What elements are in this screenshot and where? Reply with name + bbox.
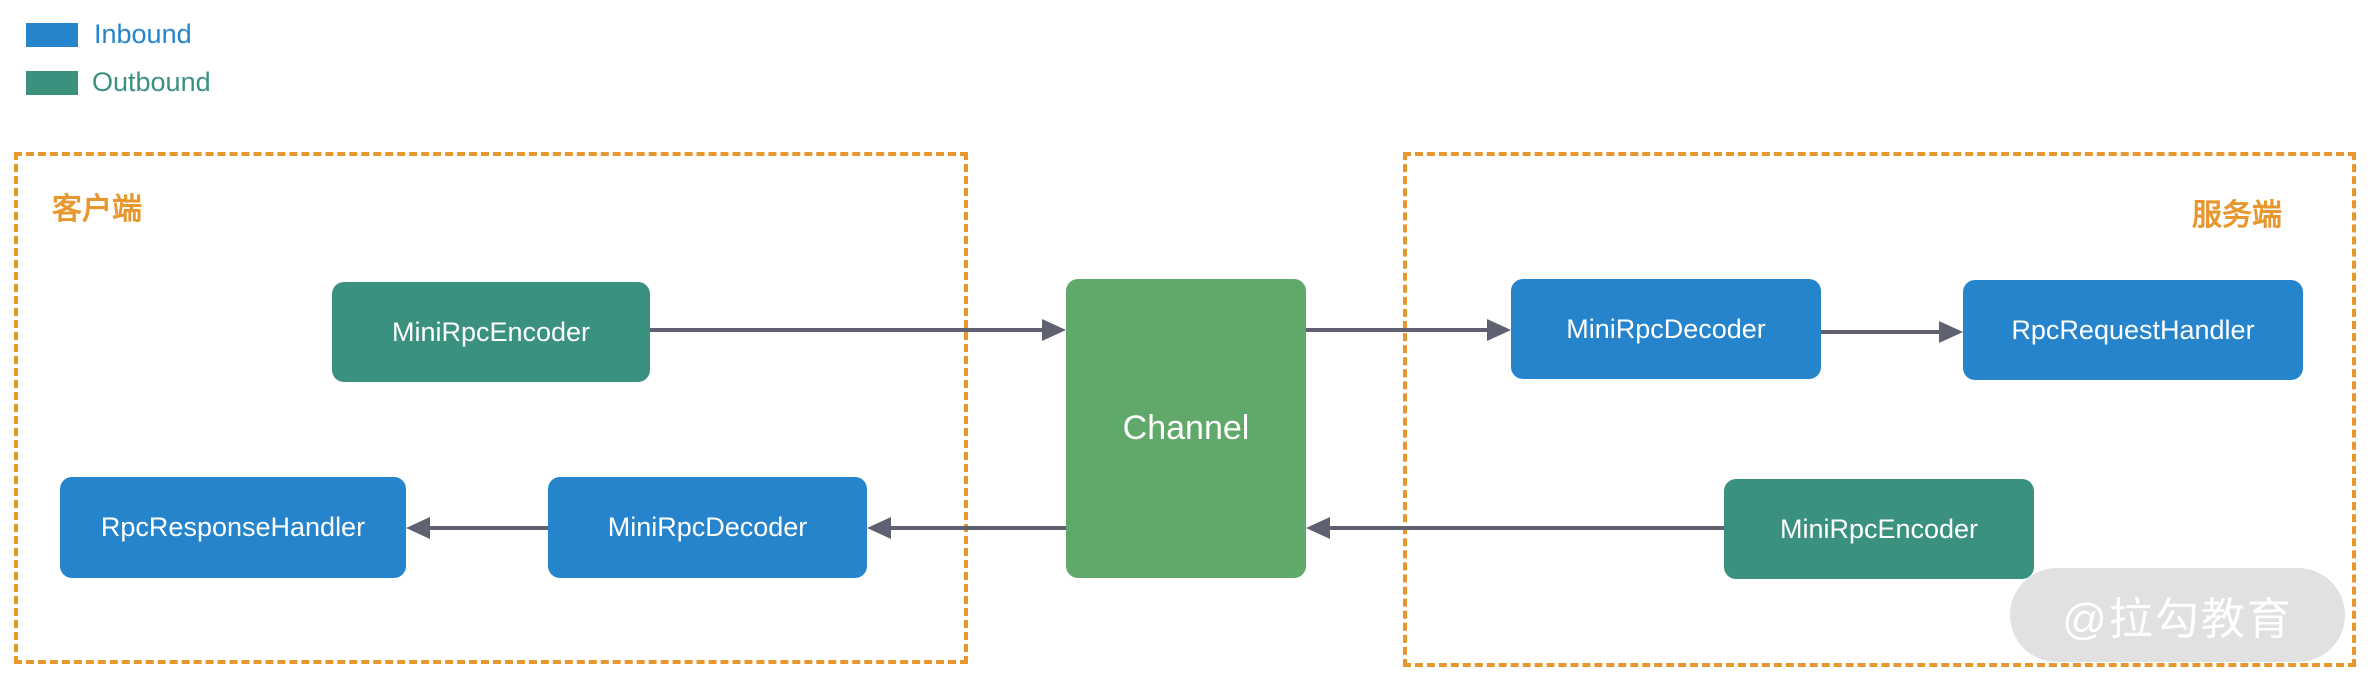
legend-swatch-outbound (26, 71, 78, 95)
edge-server-decoder-to-request-handler (1821, 321, 1963, 343)
client-decoder-node: MiniRpcDecoder (548, 477, 867, 578)
server-encoder-node: MiniRpcEncoder (1724, 479, 2034, 579)
edge-client-decoder-to-response-handler (406, 517, 548, 539)
arrowhead-icon (1487, 319, 1511, 341)
arrowhead-icon (1306, 517, 1330, 539)
watermark: @拉勾教育 (2010, 568, 2345, 662)
client-group-label: 客户端 (52, 193, 142, 226)
request-handler-node: RpcRequestHandler (1963, 280, 2303, 380)
arrowhead-icon (1042, 319, 1066, 341)
server-decoder-node: MiniRpcDecoder (1511, 279, 1821, 379)
arrowhead-icon (406, 517, 430, 539)
server-group-label: 服务端 (2192, 199, 2282, 232)
legend-label-inbound: Inbound (94, 19, 192, 49)
channel-node: Channel (1066, 279, 1306, 578)
arrowhead-icon (1939, 321, 1963, 343)
arrowhead-icon (867, 517, 891, 539)
edge-client-encoder-to-channel (650, 319, 1066, 341)
client-group (14, 152, 968, 664)
edge-server-encoder-to-channel (1306, 517, 1724, 539)
legend-label-outbound: Outbound (92, 67, 211, 97)
legend-swatch-inbound (26, 23, 78, 47)
edge-channel-to-client-decoder (867, 517, 1066, 539)
response-handler-node: RpcResponseHandler (60, 477, 406, 578)
client-encoder-node: MiniRpcEncoder (332, 282, 650, 382)
edge-channel-to-server-decoder (1306, 319, 1511, 341)
server-group (1403, 152, 2356, 667)
